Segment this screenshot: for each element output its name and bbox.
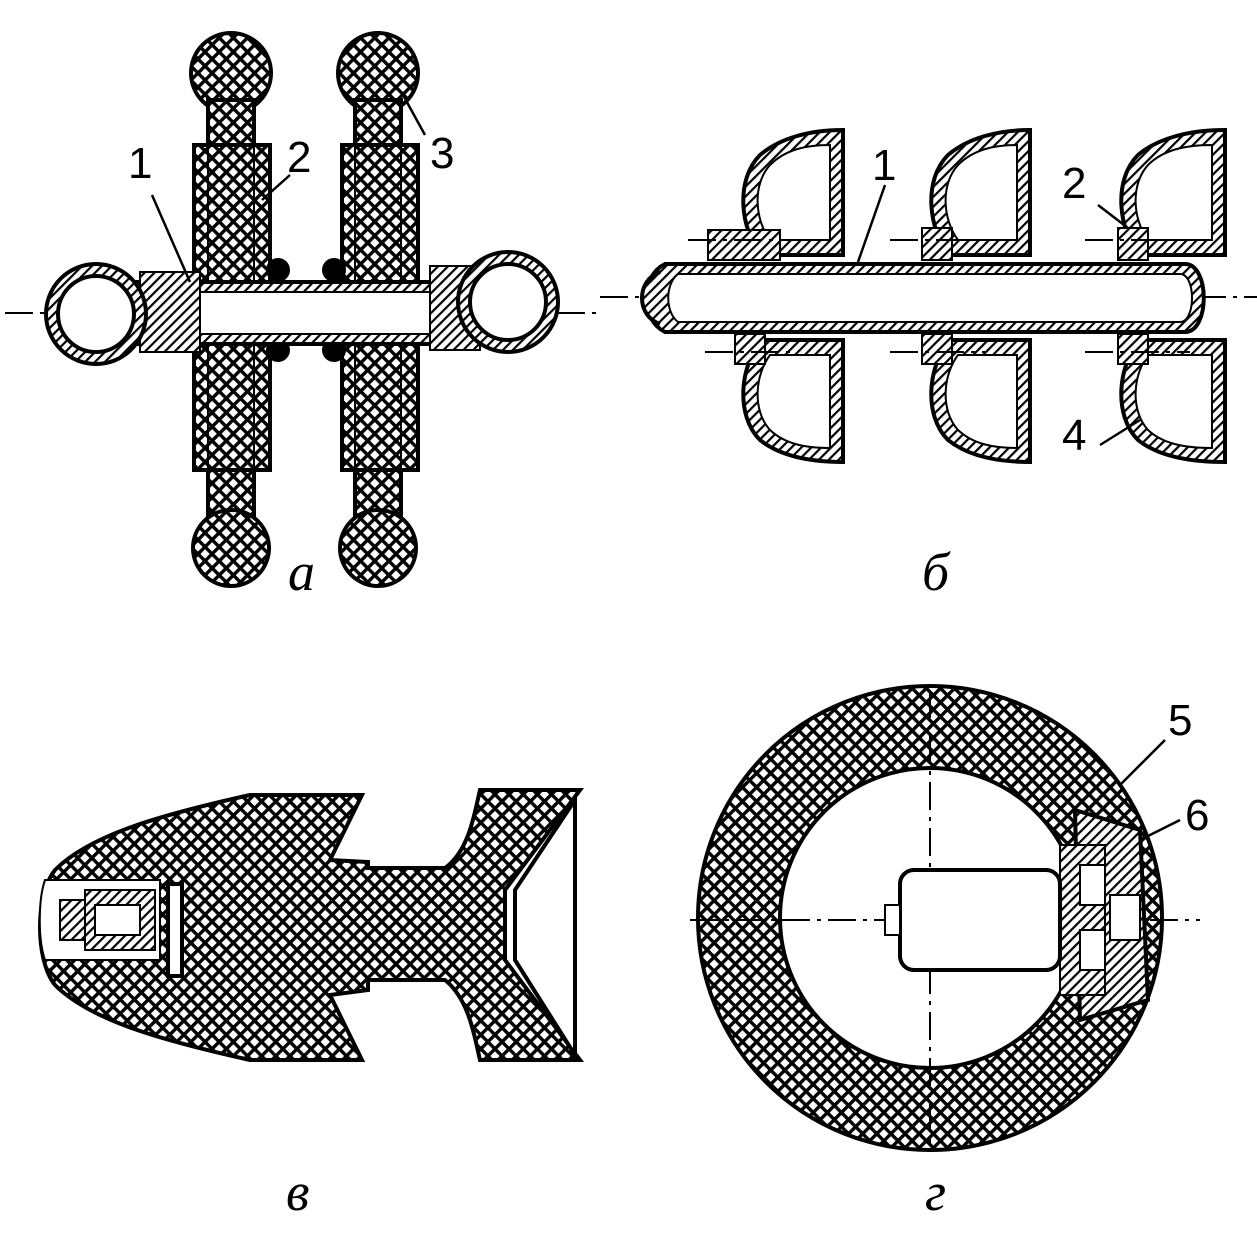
figure-b-leader-1: [856, 184, 887, 263]
figure-b: 1 2 4 б: [600, 127, 1257, 602]
figure-b-leader-2: [1097, 204, 1129, 229]
figure-v: в: [38, 788, 584, 1222]
figure-a-leader-3: [401, 94, 427, 136]
figure-b-clamps: [688, 227, 1190, 365]
figure-a-end-rings: [44, 250, 560, 366]
figure-g-leader-5: [1119, 739, 1166, 786]
figure-a-label-1: 1: [128, 139, 152, 188]
figure-a-label-2: 2: [287, 133, 311, 182]
figure-g-leader-6: [1139, 818, 1181, 842]
figure-a: 1 2 3 а: [5, 31, 600, 602]
figure-a-tube: [126, 265, 481, 353]
figure-g: 5 6 г: [690, 684, 1209, 1222]
figure-b-cups: [741, 127, 1227, 465]
figure-g-sensor: [884, 807, 1151, 1023]
figure-b-label-2: 2: [1062, 159, 1086, 208]
figure-g-label-6: 6: [1185, 791, 1209, 840]
figure-a-leader-1: [150, 194, 192, 283]
figure-b-label-1: 1: [872, 141, 896, 190]
figure-v-caption: в: [286, 1162, 309, 1222]
figure-a-caption: а: [288, 542, 315, 602]
figure-a-label-3: 3: [430, 129, 454, 178]
figure-b-caption: б: [922, 542, 951, 602]
figure-v-body: [38, 788, 584, 1062]
figure-b-tube: [640, 262, 1206, 334]
figure-a-leader-2: [261, 174, 291, 201]
figure-b-label-4: 4: [1062, 411, 1086, 460]
figure-g-caption: г: [925, 1162, 946, 1222]
figure-b-leader-4: [1099, 418, 1141, 447]
figure-g-label-5: 5: [1168, 696, 1192, 745]
